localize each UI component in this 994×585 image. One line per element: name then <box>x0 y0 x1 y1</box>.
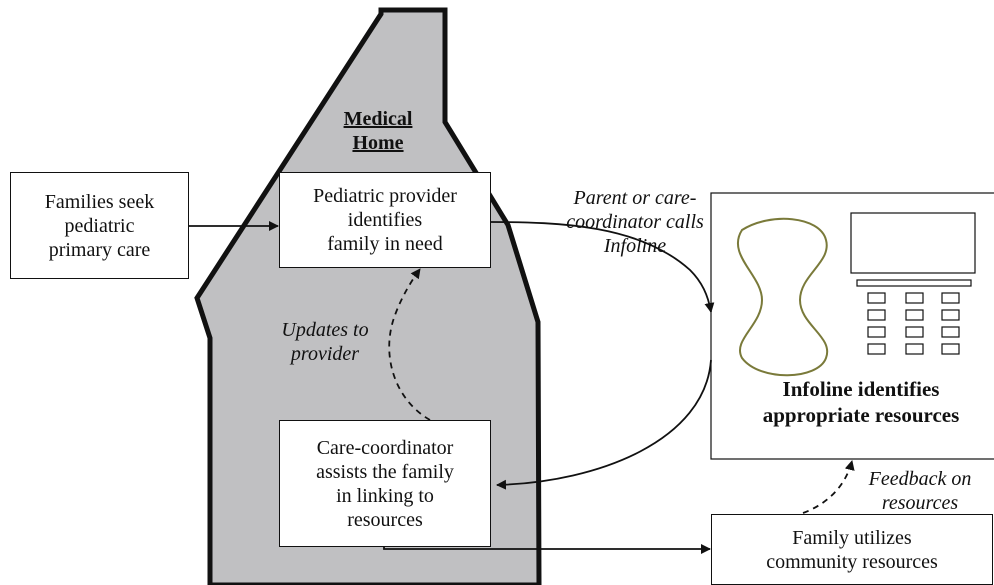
feedback-label-line1: Feedback on <box>868 468 972 490</box>
arrow-provider-to-infoline <box>490 221 715 313</box>
families-box-line3: primary care <box>48 238 151 261</box>
phone-keypad-icon <box>867 292 960 355</box>
infoline-line2: appropriate <box>762 403 870 427</box>
calls-infoline-label: Parent or care- coordinator calls Infoli… <box>565 186 705 258</box>
calls-label-line1: Parent or <box>573 187 650 209</box>
families-seek-care-box: Families seek pediatric primary care <box>10 172 189 279</box>
arrow-feedback-to-infoline <box>802 460 855 514</box>
provider-box-line3: family in need <box>327 233 443 255</box>
coordinator-box-line2: assists the family <box>316 460 454 483</box>
families-box-line1: Families seek <box>44 190 155 213</box>
provider-box-line1: Pediatric provider <box>313 185 457 207</box>
updates-label-line2: provider <box>290 343 360 365</box>
medical-home-title-line1: Medical <box>343 108 413 130</box>
arrow-infoline-to-coordinator <box>496 359 712 490</box>
community-box-line2: community resources <box>766 550 938 573</box>
feedback-label-line2: resources <box>881 492 959 514</box>
medical-home-title: Medical Home <box>328 107 428 155</box>
phone-slot-icon <box>856 279 972 287</box>
coordinator-box-line3: in linking to <box>336 484 434 507</box>
arrow-updates-to-provider <box>388 268 431 421</box>
phone-handset-icon <box>736 217 829 377</box>
updates-to-provider-label: Updates to provider <box>270 318 380 366</box>
calls-label-line3: coordinator <box>566 211 662 233</box>
medical-home-title-line2: Home <box>352 132 404 154</box>
family-utilizes-community-box: Family utilizes community resources <box>711 514 993 585</box>
infoline-identifies-text: Infoline identifies appropriate resource… <box>741 376 981 428</box>
updates-label-line1: Updates to <box>281 319 369 341</box>
coordinator-box-line1: Care-coordinator <box>316 436 454 459</box>
phone-screen-icon <box>850 212 976 274</box>
infoline-line1: Infoline identifies <box>782 377 940 401</box>
infoline-line3: resources <box>874 403 960 427</box>
coordinator-box-line4: resources <box>347 508 423 531</box>
families-box-line2: pediatric <box>64 214 135 237</box>
pediatric-provider-box: Pediatric provider identifies family in … <box>279 172 491 268</box>
calls-label-line4: calls Infoline <box>603 211 704 257</box>
community-box-line1: Family utilizes <box>792 526 912 549</box>
care-coordinator-box: Care-coordinator assists the family in l… <box>279 420 491 547</box>
provider-box-line2: identifies <box>347 209 423 231</box>
feedback-on-resources-label: Feedback on resources <box>855 467 985 515</box>
calls-label-line2: care- <box>655 187 697 209</box>
arrow-coordinator-to-community <box>383 544 711 554</box>
